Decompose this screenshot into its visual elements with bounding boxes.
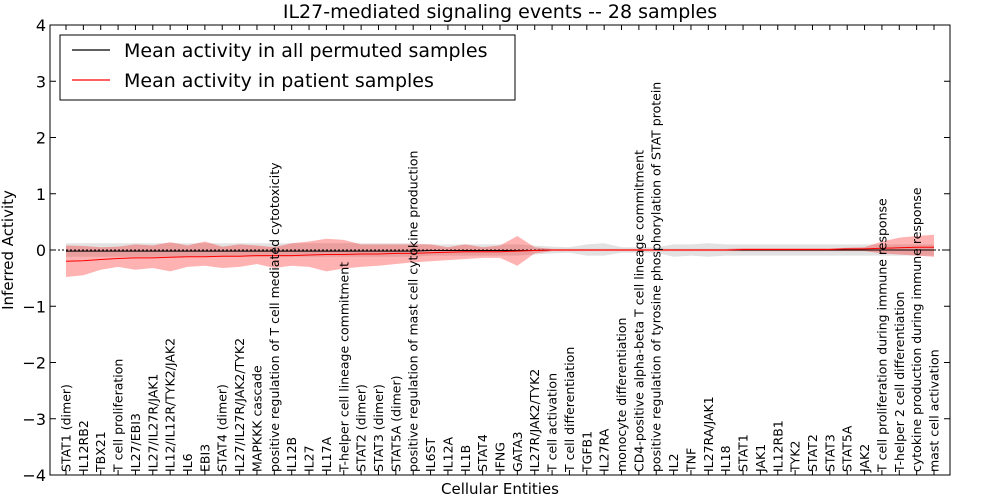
x-tick-label: positive regulation of T cell mediated c… — [267, 162, 282, 472]
x-tick-label: T cell activation — [545, 373, 560, 473]
x-tick-label: TGFB1 — [579, 431, 594, 473]
permuted-mean-line — [66, 249, 934, 252]
x-tick-label: IL17A — [319, 436, 334, 472]
x-tick-label: IL6 — [180, 453, 195, 472]
x-tick-label: IL12/IL12R/TYK2/JAK2 — [163, 338, 178, 472]
chart-title: IL27-mediated signaling events -- 28 sam… — [283, 1, 717, 23]
y-tick-label: 2 — [36, 129, 46, 148]
x-tick-label: positive regulation of mast cell cytokin… — [406, 151, 421, 472]
x-tick-label: T-helper cell lineage commitment — [336, 262, 351, 473]
x-tick-label: STAT5A (dimer) — [388, 376, 403, 472]
legend-box — [59, 34, 516, 101]
x-tick-label: STAT1 (dimer) — [59, 384, 74, 472]
x-tick-label: IL27RA — [597, 428, 612, 472]
x-tick-label: CD4-positive alpha-beta T cell lineage c… — [631, 150, 646, 472]
y-axis-label: Inferred Activity — [0, 190, 17, 310]
x-tick-label: TYK2 — [788, 441, 803, 473]
x-tick-label: EBI3 — [197, 444, 212, 472]
series-lines — [50, 246, 950, 262]
x-tick-label: GATA3 — [510, 432, 525, 472]
x-tick-label: IL12RB1 — [770, 420, 785, 472]
x-tick-label: STAT1 — [736, 434, 751, 472]
x-tick-label: IL6ST — [423, 437, 438, 472]
y-axis-ticks: −4 −3 −2 −1 0 1 2 3 4 — [22, 16, 950, 485]
x-axis-label: Cellular Entities — [441, 480, 559, 498]
x-tick-label: IL2 — [666, 453, 681, 472]
x-tick-label: IL27R/JAK2/TYK2 — [527, 369, 542, 472]
x-tick-label: T-helper 2 cell differentiation — [892, 292, 907, 473]
x-tick-label: cytokine production during immune respon… — [909, 187, 924, 472]
x-tick-label: STAT2 (dimer) — [354, 384, 369, 472]
x-tick-label: T cell proliferation during immune respo… — [874, 198, 889, 473]
activity-bands — [66, 234, 934, 277]
y-tick-label: −1 — [22, 297, 46, 316]
x-tick-label: IL27/IL27R/JAK1 — [145, 374, 160, 472]
x-tick-label: IL27 — [302, 445, 317, 472]
legend: Mean activity in all permuted samples Me… — [59, 34, 516, 101]
patient-mean-line — [65, 246, 934, 262]
x-tick-label: positive regulation of tyrosine phosphor… — [649, 82, 664, 472]
x-tick-label: MAPKKK cascade — [249, 365, 264, 472]
x-tick-label: STAT5A — [840, 425, 855, 472]
y-tick-label: 1 — [36, 185, 46, 204]
x-tick-label: T cell differentiation — [562, 347, 577, 473]
x-tick-label: TBX21 — [93, 431, 108, 473]
y-tick-label: 3 — [36, 72, 46, 91]
x-tick-label: STAT3 — [822, 434, 837, 472]
x-tick-label: T cell proliferation — [111, 359, 126, 473]
legend-label-permuted: Mean activity in all permuted samples — [124, 40, 487, 62]
x-tick-label: IL12A — [440, 436, 455, 472]
x-tick-label: IL27/EBI3 — [128, 413, 143, 472]
x-tick-label: IL1B — [458, 445, 473, 472]
y-tick-label: −3 — [22, 410, 46, 429]
x-tick-label: STAT2 — [805, 434, 820, 472]
x-tick-label: monocyte differentiation — [614, 318, 629, 472]
x-tick-label: IL18 — [718, 445, 733, 472]
x-tick-label: IL12RB2 — [76, 420, 91, 472]
x-tick-label: JAK1 — [753, 444, 768, 473]
x-tick-label: IL27/IL27R/JAK2/TYK2 — [232, 338, 247, 472]
y-tick-label: 0 — [36, 241, 46, 260]
x-tick-label: STAT4 (dimer) — [215, 384, 230, 472]
y-tick-label: −2 — [22, 354, 46, 373]
x-tick-label: mast cell activation — [927, 349, 942, 472]
y-tick-label: 4 — [36, 16, 46, 35]
x-tick-label: JAK2 — [857, 444, 872, 473]
x-tick-label: IL27RA/JAK1 — [701, 396, 716, 472]
legend-label-patient: Mean activity in patient samples — [124, 70, 434, 92]
patient-band — [66, 234, 934, 277]
x-tick-label: STAT3 (dimer) — [371, 384, 386, 472]
x-tick-label: STAT4 — [475, 434, 490, 472]
x-tick-label: TNF — [683, 448, 698, 473]
x-tick-label: IL12B — [284, 437, 299, 472]
y-tick-label: −4 — [22, 466, 46, 485]
x-tick-label: IFNG — [493, 442, 508, 472]
